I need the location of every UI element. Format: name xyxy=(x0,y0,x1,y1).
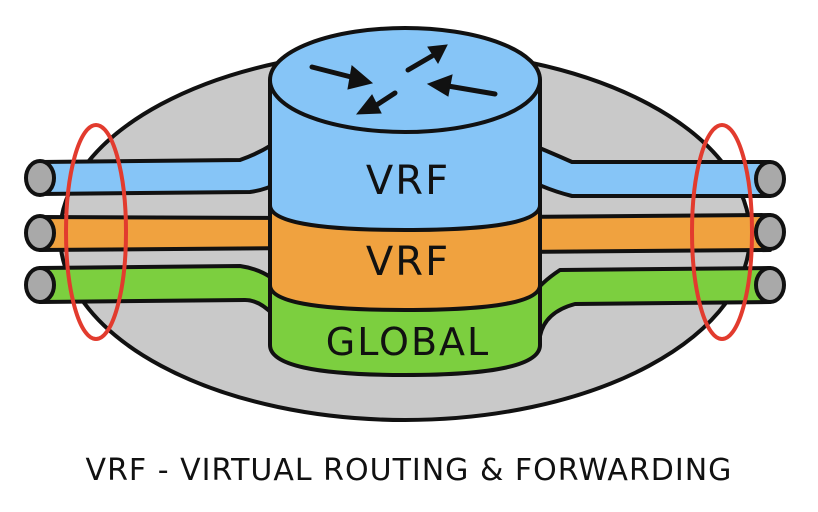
left-pipe-green-end xyxy=(24,266,56,304)
router-cylinder: VRF VRF GLOBAL xyxy=(268,26,542,377)
right-pipe-orange xyxy=(506,213,772,254)
right-pipe-blue-end xyxy=(754,160,786,198)
cylinder-top xyxy=(268,26,542,134)
left-pipe-orange-end xyxy=(24,214,56,252)
right-pipe-green-end xyxy=(754,266,786,304)
left-pipe-blue-end xyxy=(24,159,56,197)
diagram-caption: VRF - VIRTUAL ROUTING & FORWARDING xyxy=(86,453,733,488)
layer-vrf-middle xyxy=(268,203,542,312)
router-arrows-icon xyxy=(309,44,498,115)
right-pipe-orange-end xyxy=(754,213,786,251)
right-ring xyxy=(690,123,754,341)
layer-label-top: VRF xyxy=(366,158,450,204)
layer-label-bottom: GLOBAL xyxy=(326,320,490,364)
left-pipe-orange xyxy=(38,215,308,252)
layer-label-middle: VRF xyxy=(366,239,450,285)
left-ring xyxy=(64,123,128,341)
